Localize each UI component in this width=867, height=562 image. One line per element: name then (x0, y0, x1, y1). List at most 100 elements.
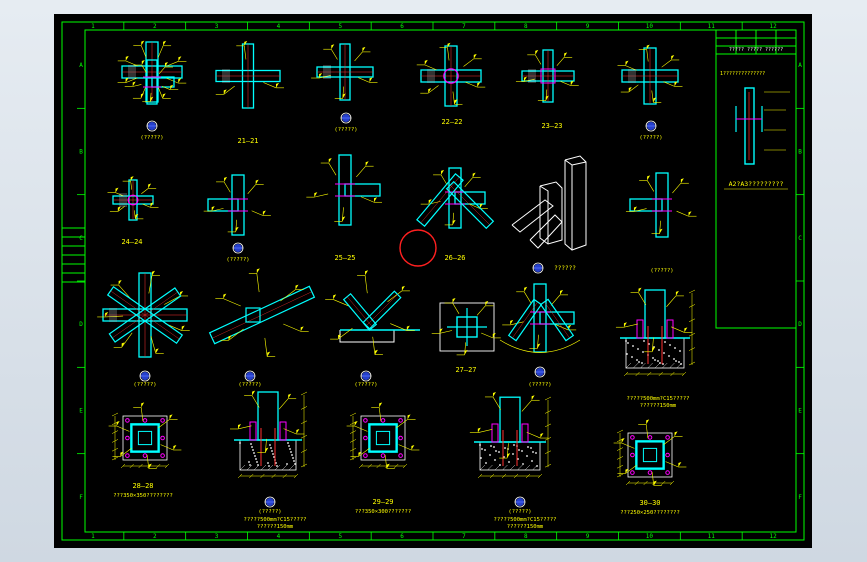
column-base-detail (615, 287, 696, 377)
title-block: ????? ????? ?????? 1?????????????? A2?A3… (715, 29, 797, 329)
joint-detail (311, 43, 378, 101)
section-label: 26—26 (444, 254, 465, 262)
ruler-label: A (79, 62, 83, 69)
ruler-label: 12 (769, 23, 777, 30)
detail-caption: (?????) (650, 268, 673, 274)
detail-caption: (?????) (639, 135, 662, 141)
note-text: ?????500mm?C15????? (244, 517, 307, 523)
note-text: ?????500mm?C15????? (494, 517, 557, 523)
joint-detail (124, 59, 179, 105)
ruler-label: 4 (277, 23, 281, 30)
section-label: 30—30 (639, 499, 660, 507)
base-plate-plan (346, 402, 420, 469)
base-plate-plan (613, 419, 687, 486)
ruler-label: 12 (769, 533, 777, 540)
brace-detail (208, 285, 316, 345)
ruler-label: F (798, 494, 802, 501)
ruler-label: E (79, 408, 83, 415)
ruler-label: 2 (153, 23, 157, 30)
row-ruler-left: A B C D E F (77, 62, 85, 501)
detail-captions: (?????) (?????) (?????) (?????) (?????) … (133, 127, 673, 515)
bottom-notes: ???350×350???????? ?????500mm?C15????? ?… (113, 396, 689, 530)
ruler-label: 2 (153, 533, 157, 540)
brace-detail (507, 298, 543, 342)
section-label: 25—25 (334, 254, 355, 262)
ruler-label: A (798, 62, 802, 69)
section-labels: 21—21 22—22 23—23 24—24 25—25 26—26 27—2… (121, 118, 660, 507)
ruler-label: 1 (91, 23, 95, 30)
column-base-detail (229, 390, 308, 479)
detail-caption: (?????) (258, 509, 281, 515)
note-text: ???350×350???????? (113, 493, 173, 499)
detail-caption: (?????) (334, 127, 357, 133)
ruler-label: D (798, 321, 802, 328)
section-label: 22—22 (441, 118, 462, 126)
ruler-label: 4 (277, 533, 281, 540)
detail-caption: ?????? (554, 265, 576, 272)
ruler-label: E (798, 408, 802, 415)
brace-detail (342, 292, 378, 332)
brace-detail (108, 287, 182, 343)
ruler-label: 11 (708, 533, 716, 540)
detail-caption: (?????) (133, 382, 156, 388)
brace-detail (416, 172, 464, 228)
ruler-label: 1 (91, 533, 95, 540)
ruler-label: 5 (338, 23, 342, 30)
model-space (54, 14, 812, 548)
joint-detail (107, 176, 159, 221)
joint-detail (215, 40, 285, 109)
ruler-label: D (79, 321, 83, 328)
ruler-label: C (798, 235, 802, 242)
title-block-note: 1?????????????? (720, 71, 765, 77)
joint-detail (325, 270, 420, 355)
joint-detail (431, 298, 501, 356)
section-label: 28—28 (132, 482, 153, 490)
detail-title-block-column (735, 87, 790, 165)
detail-caption: (?????) (354, 382, 377, 388)
ruler-label: 8 (524, 23, 528, 30)
detail-drawings (97, 40, 697, 508)
ruler-label: 6 (400, 533, 404, 540)
detail-caption: (?????) (226, 257, 249, 263)
joint-detail (625, 172, 697, 238)
joint-detail (416, 42, 486, 107)
detail-caption: (?????) (140, 135, 163, 141)
joint-detail (117, 40, 187, 103)
base-plate-plan (108, 402, 182, 469)
joint-detail (515, 49, 579, 103)
ruler-label: C (79, 235, 83, 242)
section-label: 21—21 (237, 137, 258, 145)
ruler-label: 11 (708, 23, 716, 30)
brace-detail (539, 298, 575, 342)
section-label: 24—24 (121, 238, 142, 246)
ruler-label: 3 (215, 533, 219, 540)
ruler-label: 10 (646, 533, 654, 540)
brace-detail (445, 180, 495, 230)
ruler-label: 7 (462, 533, 466, 540)
section-label: 29—29 (372, 498, 393, 506)
section-label: 27—27 (455, 366, 476, 374)
ruler-label: 9 (586, 533, 590, 540)
title-block-header: ????? ????? ?????? (729, 47, 783, 53)
column-base-detail (469, 391, 552, 479)
ruler-label: 3 (215, 23, 219, 30)
note-text: ?????500mm?C15????? (627, 396, 690, 402)
joint-detail (306, 154, 383, 226)
joint-detail (617, 44, 683, 105)
note-text: ??????150mm (257, 524, 294, 530)
ruler-label: 9 (586, 23, 590, 30)
section-label: 23—23 (541, 122, 562, 130)
detail-caption: (?????) (238, 382, 261, 388)
ruler-label: B (798, 149, 802, 156)
note-text: ???250×250???????? (620, 510, 680, 516)
ruler-label: 7 (462, 23, 466, 30)
isometric-column-sketch (511, 155, 587, 251)
ruler-label: 5 (338, 533, 342, 540)
ruler-label: F (79, 494, 83, 501)
note-text: ???350×300??????? (355, 509, 411, 515)
title-block-caption: A2?A3????????? (729, 180, 784, 188)
ruler-label: B (79, 149, 83, 156)
left-binding-strip (61, 227, 86, 283)
